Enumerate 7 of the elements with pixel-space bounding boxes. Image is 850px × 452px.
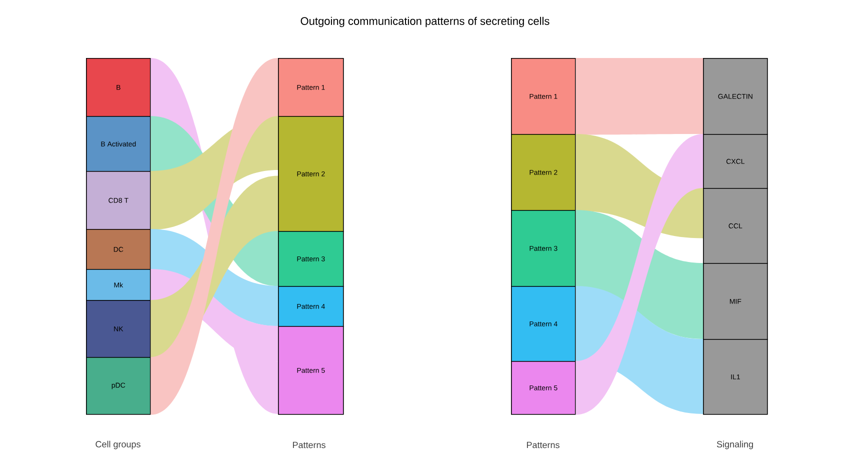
axis-label: Patterns bbox=[292, 442, 326, 448]
flow-ribbon bbox=[576, 134, 703, 415]
axis-label: Signaling bbox=[716, 440, 753, 450]
axis-label: Patterns bbox=[527, 442, 560, 448]
flow-ribbon bbox=[576, 58, 703, 135]
axis-label: Cell groups bbox=[96, 440, 140, 450]
chart-title: Outgoing communication patterns of secreting cells bbox=[300, 16, 550, 28]
